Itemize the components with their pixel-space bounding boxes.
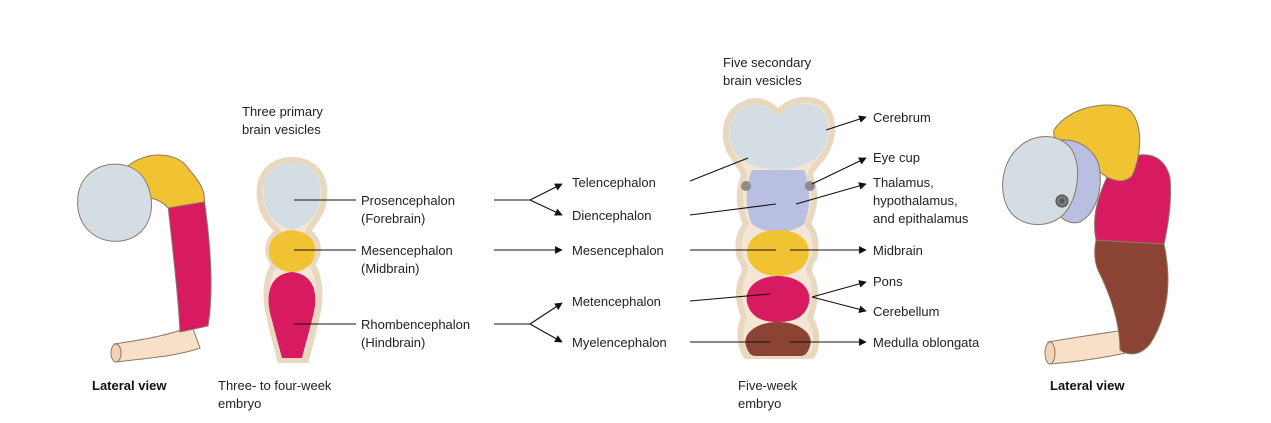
eye-cup-label: Eye cup xyxy=(873,150,920,165)
left-forebrain-region xyxy=(77,163,152,242)
metencephalon-leader xyxy=(689,293,771,302)
cerebellum-label: Cerebellum xyxy=(873,304,939,319)
cerebrum-label: Cerebrum xyxy=(873,110,931,125)
midbrain-adult-label: Midbrain xyxy=(873,243,923,258)
hindbrain-label: (Hindbrain) xyxy=(361,335,425,350)
forebrain-branch-arrows xyxy=(494,183,563,216)
secondary-heading-line1: Five secondary xyxy=(723,55,812,70)
stage2-caption-line1: Five-week xyxy=(738,378,798,393)
metencephalon-vesicle xyxy=(746,276,810,322)
secondary-vesicles-tube xyxy=(722,96,836,359)
stage1-caption-line1: Three- to four-week xyxy=(218,378,332,393)
metencephalon-label: Metencephalon xyxy=(572,294,661,309)
myelencephalon-label: Myelencephalon xyxy=(572,335,667,350)
rhombencephalon-label: Rhombencephalon xyxy=(361,317,470,332)
primary-heading-line2: brain vesicles xyxy=(242,122,321,137)
primary-vesicles-tube xyxy=(256,156,328,363)
left-lateral-embryo xyxy=(77,154,212,363)
thalamus-label-line2: hypothalamus, xyxy=(873,193,958,208)
stage1-caption-line2: embryo xyxy=(218,396,261,411)
cerebrum-arrow xyxy=(825,115,867,131)
prosencephalon-label: Prosencephalon xyxy=(361,193,455,208)
eye-cup-arrow xyxy=(811,157,867,185)
pons-label: Pons xyxy=(873,274,903,289)
midbrain-mesencephalon-vesicle xyxy=(747,230,809,276)
stage2-caption-line2: embryo xyxy=(738,396,781,411)
primary-mesencephalon-vesicle xyxy=(268,230,316,272)
left-spinal-cord xyxy=(113,325,201,363)
right-telencephalon-region xyxy=(1002,136,1078,225)
cerebrum-telencephalon-vesicle xyxy=(729,103,829,170)
eye-cup-bulge xyxy=(805,181,815,191)
telencephalon-leader xyxy=(689,157,749,182)
pons-arrow xyxy=(811,280,867,298)
medulla-label: Medulla oblongata xyxy=(873,335,980,350)
secondary-heading-line2: brain vesicles xyxy=(723,73,802,88)
cerebellum-arrow xyxy=(811,296,867,313)
primary-heading-line1: Three primary xyxy=(242,104,323,119)
prosencephalon-vesicle xyxy=(263,163,321,230)
right-lateral-embryo xyxy=(1002,104,1172,365)
midbrain-primary-label: (Midbrain) xyxy=(361,261,420,276)
mesencephalon-secondary-label: Mesencephalon xyxy=(572,243,664,258)
diencephalon-leader xyxy=(689,203,777,216)
left-optic-bulge xyxy=(741,181,751,191)
hindbrain-branch-arrows xyxy=(494,302,563,343)
right-spinal-cord xyxy=(1047,329,1131,365)
myelencephalon-vesicle xyxy=(745,322,811,356)
telencephalon-label: Telencephalon xyxy=(572,175,656,190)
thalamus-label-line3: and epithalamus xyxy=(873,211,969,226)
mesencephalon-primary-label: Mesencephalon xyxy=(361,243,453,258)
diencephalon-vesicle xyxy=(746,170,810,232)
lateral-view-right-caption: Lateral view xyxy=(1050,378,1125,393)
right-myelencephalon-region xyxy=(1094,239,1169,355)
left-hindbrain-region xyxy=(167,197,212,333)
lateral-view-left-caption: Lateral view xyxy=(92,378,167,393)
forebrain-label: (Forebrain) xyxy=(361,211,425,226)
rhombencephalon-vesicle xyxy=(268,272,316,358)
thalamus-arrow xyxy=(795,182,867,205)
diencephalon-label: Diencephalon xyxy=(572,208,652,223)
thalamus-label-line1: Thalamus, xyxy=(873,175,934,190)
